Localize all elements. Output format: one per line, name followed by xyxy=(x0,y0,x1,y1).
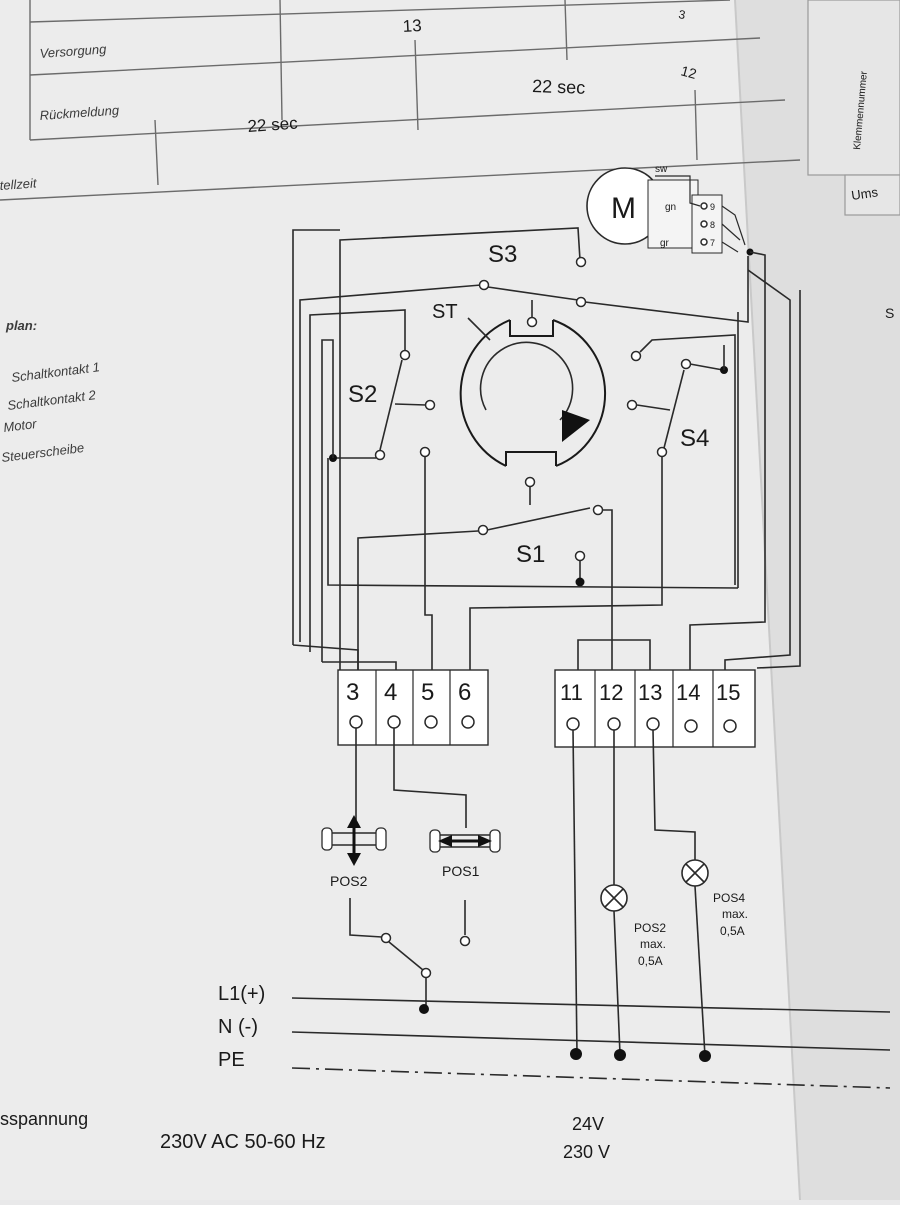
left-arrow-icon xyxy=(438,835,452,847)
side-table-top xyxy=(807,0,900,176)
motor-terminal-9: 9 xyxy=(710,202,715,212)
motor-wire-sw: sw xyxy=(655,164,668,175)
motor-wire-gr: gr xyxy=(660,238,670,249)
adjacent-page xyxy=(735,0,900,1200)
supply-voltage-230v: 230 V xyxy=(563,1142,610,1162)
wire-3 xyxy=(292,644,359,672)
terminal-11: 11 xyxy=(560,680,583,705)
right-arrow-icon xyxy=(478,835,492,847)
supply-voltage-24v: 24V xyxy=(572,1114,604,1134)
legend-title: plan: xyxy=(5,318,37,333)
page-edge xyxy=(734,0,801,1201)
switch-s4: S4 xyxy=(469,334,736,672)
legend-item-motor: Motor xyxy=(3,416,38,435)
row-label-versorgung: Versorgung xyxy=(39,41,107,61)
stellzeit-value: 22 sec xyxy=(247,114,299,136)
lamp-pos2-label: POS2 xyxy=(634,921,666,935)
switch-label-s3: S3 xyxy=(488,241,517,268)
switch-s1: S1 xyxy=(327,312,739,672)
terminal-4: 4 xyxy=(384,679,397,706)
motor: M sw gn gr 9 8 7 xyxy=(586,164,754,256)
switch-label-s1: S1 xyxy=(516,541,545,568)
row-label-rueckmeldung: Rückmeldung xyxy=(39,102,120,123)
wire-15 xyxy=(724,269,791,672)
terminal-3: 3 xyxy=(346,679,359,706)
side-label-s: S xyxy=(885,305,894,321)
pos1-switch-label: POS1 xyxy=(442,863,480,879)
switch-s2: S2 xyxy=(309,309,436,672)
rueckmeldung-value: 22 sec xyxy=(532,76,586,98)
wire-15b xyxy=(756,290,801,669)
feedback-lamps: POS2 max. 0,5A POS4 max. 0,5A xyxy=(572,729,748,1057)
lamp-pos4-rating: 0,5A xyxy=(720,924,745,938)
up-arrow-icon xyxy=(347,815,361,828)
wire-3-outer xyxy=(292,229,340,645)
control-disc: ST xyxy=(432,301,607,467)
switch-s3: S3 xyxy=(299,227,749,672)
terminal-block-left: 3 4 5 6 xyxy=(337,669,489,746)
wire-14 xyxy=(689,251,766,672)
pos2-switch-label: POS2 xyxy=(330,873,368,889)
terminal-15: 15 xyxy=(716,680,740,705)
lamp-pos4-label: POS4 xyxy=(713,891,745,905)
switch-label-s4: S4 xyxy=(680,425,709,452)
lamp-pos2-rating: 0,5A xyxy=(638,954,663,968)
switch-label-s2: S2 xyxy=(348,381,377,408)
row-label-stellzeit: tellzeit xyxy=(0,175,38,193)
terminal-6: 6 xyxy=(458,679,471,706)
down-arrow-icon xyxy=(347,853,361,866)
motor-wire-gn: gn xyxy=(665,202,676,213)
wire-4 xyxy=(322,661,397,672)
rail-label-n: N (-) xyxy=(218,1016,258,1038)
terminal-13: 13 xyxy=(638,680,662,705)
wire-11 xyxy=(577,639,651,672)
lamp-pos2-max: max. xyxy=(640,937,666,951)
terminal-block-right: 11 12 13 14 15 xyxy=(554,669,756,748)
supply-voltage-main: 230V AC 50-60 Hz xyxy=(160,1131,326,1153)
terminal-5: 5 xyxy=(421,679,434,706)
footer-left-label: sspannung xyxy=(0,1109,88,1129)
corner-value: 3 xyxy=(677,7,686,22)
motor-label: M xyxy=(611,192,636,225)
versorgung-value-12: 12 xyxy=(679,62,698,82)
rotation-arrow-icon xyxy=(562,410,590,442)
versorgung-value-13: 13 xyxy=(402,16,422,36)
motor-terminal-8: 8 xyxy=(710,220,715,230)
switch-label-st: ST xyxy=(432,301,458,323)
spec-table xyxy=(0,0,801,201)
lamp-pos4-max: max. xyxy=(722,907,748,921)
terminal-14: 14 xyxy=(676,680,700,705)
motor-terminal-7: 7 xyxy=(710,238,715,248)
rail-label-l1: L1(+) xyxy=(218,983,265,1005)
supply-rails: L1(+) N (-) PE xyxy=(218,983,891,1089)
terminal-12: 12 xyxy=(599,680,623,705)
rail-label-pe: PE xyxy=(218,1049,245,1071)
side-table-cell xyxy=(844,174,900,216)
side-label-ums: Ums xyxy=(850,184,879,203)
pos-selector: POS2 POS1 xyxy=(321,728,501,1014)
